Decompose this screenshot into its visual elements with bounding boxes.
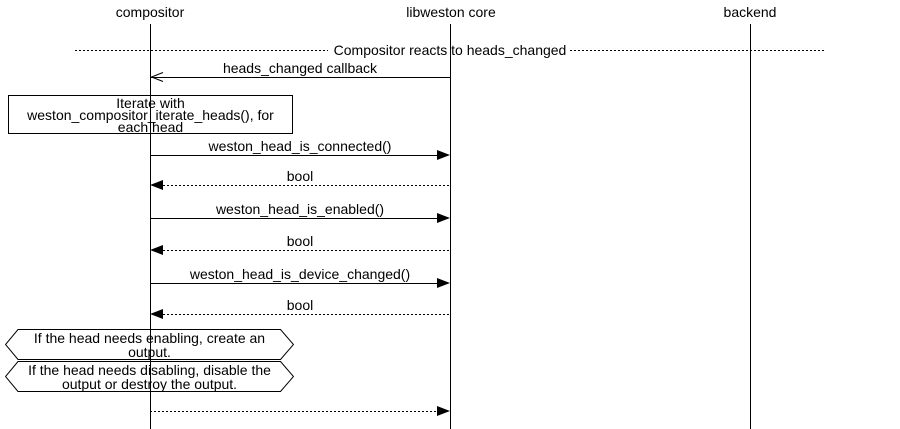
condition-line: If the head needs enabling, create an [33,329,266,346]
divider-label: Compositor reacts to heads_changed [333,42,567,58]
divider-line-left [75,50,328,51]
condition-line: output. [128,343,171,360]
participant-label-backend: backend [723,4,777,20]
filled-arrowhead-left-icon [150,180,163,190]
note-line: Iterate with [116,94,185,111]
message-label: bool [286,168,314,184]
condition-line: output or destroy the output. [61,375,238,392]
condition-box-enable: If the head needs enabling, create an ou… [5,329,294,360]
filled-arrowhead-right-icon [437,213,450,223]
message-line [150,155,437,156]
open-arrowhead-left-icon [150,72,164,82]
filled-arrowhead-left-icon [150,245,163,255]
condition-box-disable: If the head needs disabling, disable the… [5,361,294,392]
message-line [163,250,450,251]
message-line [163,185,450,186]
message-label: bool [286,297,314,313]
hexagon-shape [5,361,294,392]
note-line: weston_compositor_iterate_heads(), for [27,106,274,123]
lifeline-compositor [150,24,151,429]
message-line [150,411,437,412]
note-box: Iterate with weston_compositor_iterate_h… [8,95,293,134]
message-line [163,314,450,315]
message-label: heads_changed callback [222,60,378,76]
filled-arrowhead-right-icon [437,406,450,416]
message-label: weston_head_is_enabled() [215,201,385,217]
divider-line-right [570,50,825,51]
message-label: weston_head_is_device_changed() [189,266,411,282]
message-line [150,218,437,219]
message-label: bool [286,233,314,249]
lifeline-backend [750,24,751,429]
filled-arrowhead-right-icon [437,278,450,288]
participant-label-compositor: compositor [115,4,185,20]
message-label: weston_head_is_connected() [208,138,392,154]
lifeline-libweston-core [450,24,451,429]
message-line [150,283,437,284]
message-line [150,77,450,78]
filled-arrowhead-left-icon [150,309,163,319]
note-line: each head [117,118,184,135]
condition-line: If the head needs disabling, disable the [28,361,271,378]
participant-label-libweston-core: libweston core [406,4,496,20]
hexagon-shape [5,329,294,360]
filled-arrowhead-right-icon [437,150,450,160]
